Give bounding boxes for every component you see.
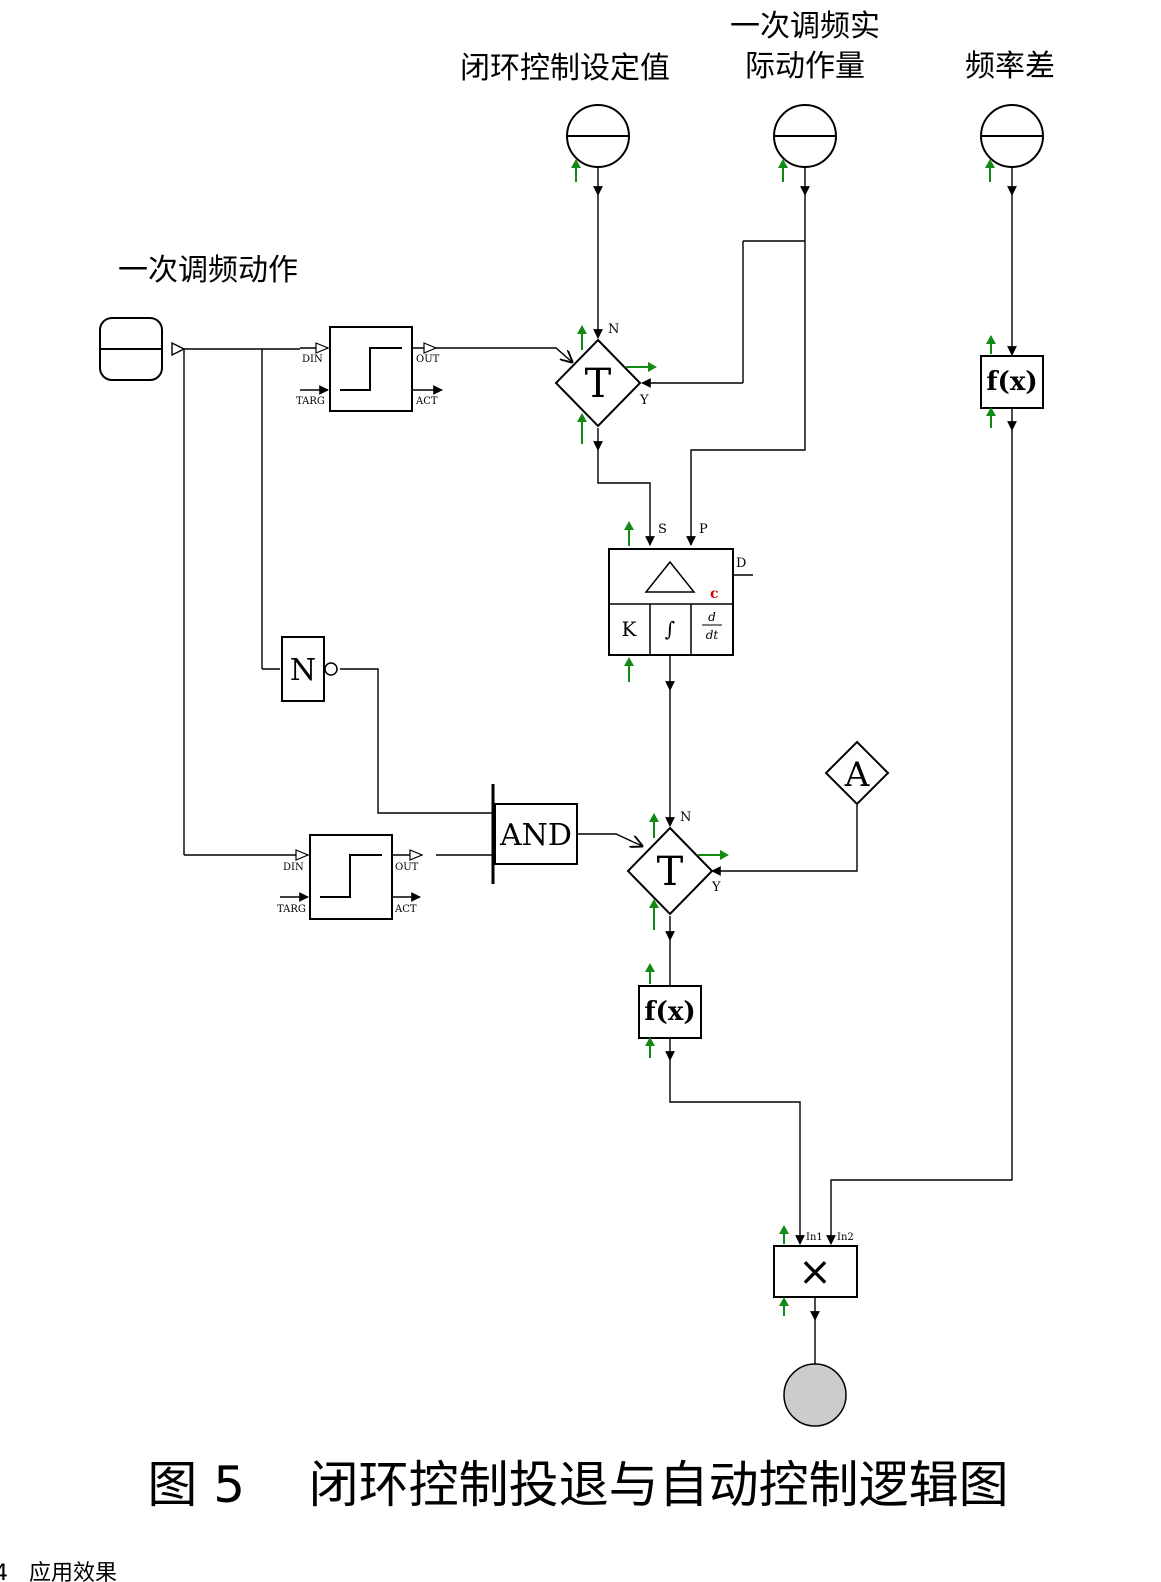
port-in1: In1 bbox=[806, 1232, 823, 1243]
not-gate-label: N bbox=[290, 653, 316, 688]
label-pfr-action: 一次调频动作 bbox=[118, 253, 298, 288]
pid-d-den: dt bbox=[706, 628, 719, 642]
label-closed-loop-setpoint: 闭环控制设定值 bbox=[460, 51, 670, 86]
port-d: D bbox=[736, 556, 746, 571]
pid-block: c K ∫ d dt S P D bbox=[608, 521, 746, 682]
pid-integral-label: ∫ bbox=[665, 617, 675, 641]
port-y-bottom: Y bbox=[711, 880, 721, 895]
fx-block-lower-label: f(x) bbox=[644, 997, 695, 1027]
port-targ-bottom: TARG bbox=[277, 904, 306, 915]
and-gate: AND bbox=[491, 784, 578, 884]
port-out-top: OUT bbox=[416, 354, 440, 365]
input-pfr-action bbox=[99, 317, 186, 381]
constant-a-label: A bbox=[844, 755, 870, 795]
port-y-top: Y bbox=[639, 393, 649, 408]
switch-bottom: T N Y bbox=[626, 810, 729, 930]
wires bbox=[183, 195, 1017, 1364]
figure-caption: 图 5 闭环控制投退与自动控制逻辑图 bbox=[147, 1456, 1008, 1514]
port-out-bottom: OUT bbox=[395, 862, 419, 873]
fx-block-lower: f(x) bbox=[638, 963, 702, 1058]
output-node bbox=[783, 1363, 847, 1427]
switch-top: T N Y bbox=[554, 322, 657, 444]
input-freq-diff bbox=[980, 104, 1044, 196]
port-p: P bbox=[699, 522, 708, 537]
multiply-block: × In1 In2 bbox=[773, 1225, 858, 1316]
switch-bottom-symbol: T bbox=[657, 849, 684, 895]
section-heading: 4 应用效果 bbox=[0, 1561, 117, 1582]
multiply-symbol: × bbox=[798, 1249, 832, 1295]
step-block-top: DIN TARG OUT ACT bbox=[296, 326, 443, 412]
not-gate: N bbox=[281, 636, 338, 702]
port-n-top: N bbox=[608, 322, 619, 337]
fx-block-right: f(x) bbox=[980, 335, 1044, 428]
step-block-bottom: DIN TARG OUT ACT bbox=[277, 834, 424, 920]
port-act-top: ACT bbox=[415, 396, 438, 407]
port-din-top: DIN bbox=[302, 354, 323, 365]
port-n-bottom: N bbox=[680, 810, 691, 825]
pid-c-label: c bbox=[710, 586, 719, 602]
port-s: S bbox=[658, 522, 667, 537]
and-gate-label: AND bbox=[499, 818, 572, 853]
input-closed-loop-setpoint bbox=[566, 104, 630, 196]
switch-top-symbol: T bbox=[585, 361, 612, 407]
pid-d-num: d bbox=[708, 610, 716, 624]
label-freq-diff: 频率差 bbox=[965, 49, 1055, 84]
label-pfr-actual-line1: 一次调频实 bbox=[730, 9, 880, 44]
port-in2: In2 bbox=[837, 1232, 854, 1243]
pid-delta-icon bbox=[644, 560, 696, 593]
port-targ-top: TARG bbox=[296, 396, 325, 407]
port-act-bottom: ACT bbox=[394, 904, 417, 915]
input-pfr-actual bbox=[773, 104, 837, 196]
fx-block-right-label: f(x) bbox=[986, 367, 1037, 397]
label-pfr-actual-line2: 际动作量 bbox=[745, 49, 865, 84]
pid-k-label: K bbox=[622, 617, 638, 641]
port-din-bottom: DIN bbox=[283, 862, 304, 873]
constant-a: A bbox=[824, 740, 890, 806]
